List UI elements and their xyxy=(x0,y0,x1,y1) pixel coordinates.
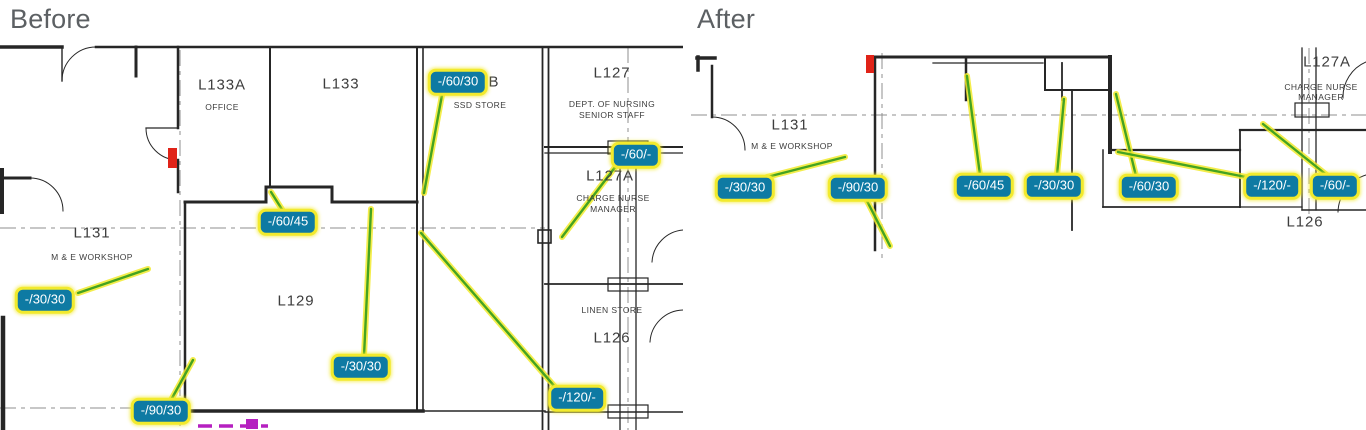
red-marker xyxy=(168,148,177,168)
rating-chip: -/120/- xyxy=(1243,172,1301,200)
leader-line xyxy=(1054,96,1067,178)
room-label-l131: L131 xyxy=(73,224,111,242)
leader-line xyxy=(559,163,619,240)
leader-line xyxy=(268,189,286,214)
room-label-l126: L126 xyxy=(593,329,631,347)
leader-line xyxy=(863,196,893,249)
room-label-l131: L131 xyxy=(771,116,809,134)
rating-chip: -/30/30 xyxy=(1023,172,1085,200)
red-marker xyxy=(866,55,874,73)
leader-lines xyxy=(75,92,619,403)
room-sub-charge-nurse: CHARGE NURSE xyxy=(576,193,650,203)
room-label-l133b: B xyxy=(488,73,500,91)
rating-chip: -/120/- xyxy=(548,384,606,412)
rating-chip: -/60/30 xyxy=(1118,173,1180,201)
leader-lines xyxy=(764,73,1331,249)
room-sub-linen-store: LINEN STORE xyxy=(581,305,643,315)
room-label-l133: L133 xyxy=(322,75,360,93)
room-sub-dept-nursing: DEPT. OF NURSING xyxy=(568,99,656,109)
room-sub-office: OFFICE xyxy=(205,102,239,112)
room-label-l127: L127 xyxy=(593,64,631,82)
rating-chip: -/60/30 xyxy=(427,68,489,96)
leader-line xyxy=(75,266,151,296)
room-label-l133a: L133A xyxy=(198,76,246,94)
magenta-markup-block xyxy=(246,419,258,429)
leader-line xyxy=(1115,149,1254,181)
annotation-markers xyxy=(866,55,874,73)
rating-chip: -/60/- xyxy=(1309,172,1361,200)
grid-lines xyxy=(691,48,1366,258)
annotation-markers xyxy=(168,148,268,429)
before-panel: L133A OFFICE L133 B SSD STORE L127 DEPT.… xyxy=(0,4,683,430)
after-floor-plan xyxy=(691,47,1366,258)
leader-line xyxy=(418,230,559,391)
panel-title-after: After xyxy=(697,4,756,34)
room-sub-manager: MANAGER xyxy=(590,204,636,214)
rating-chip: -/60/45 xyxy=(953,172,1015,200)
before-floor-plan xyxy=(0,45,683,430)
leader-line xyxy=(168,357,196,403)
leader-line xyxy=(764,154,848,180)
room-sub-senior-staff: SENIOR STAFF xyxy=(578,110,646,120)
room-label-l129: L129 xyxy=(277,292,315,310)
rating-chip: -/30/30 xyxy=(14,286,76,314)
leader-line xyxy=(964,73,983,178)
room-label-l126: L126 xyxy=(1286,213,1324,231)
room-label-l127a: L127A xyxy=(1303,53,1351,71)
leader-line xyxy=(421,92,445,196)
leader-line xyxy=(361,206,374,359)
rating-chip: -/60/45 xyxy=(257,208,319,236)
room-sub-charge-nurse: CHARGE NURSE xyxy=(1284,82,1358,92)
room-sub-me-workshop: M & E WORKSHOP xyxy=(751,141,833,151)
after-panel: L131 M & E WORKSHOP L127A CHARGE NURSE M… xyxy=(683,0,1366,430)
rating-chip: -/30/30 xyxy=(330,353,392,381)
rating-chip: -/30/30 xyxy=(714,174,776,202)
room-sub-me-workshop: M & E WORKSHOP xyxy=(51,252,133,262)
room-sub-ssd-store: SSD STORE xyxy=(453,100,507,110)
rating-chip: -/90/30 xyxy=(827,174,889,202)
grid-lines xyxy=(0,47,629,430)
room-sub-manager: MANAGER xyxy=(1298,92,1344,102)
leader-line xyxy=(1113,91,1139,179)
panel-title-before: Before xyxy=(10,4,91,34)
rating-chip: -/60/- xyxy=(610,141,662,169)
rating-chip: -/90/30 xyxy=(130,397,192,425)
leader-line xyxy=(1260,121,1331,179)
room-label-l127a: L127A xyxy=(586,167,634,185)
